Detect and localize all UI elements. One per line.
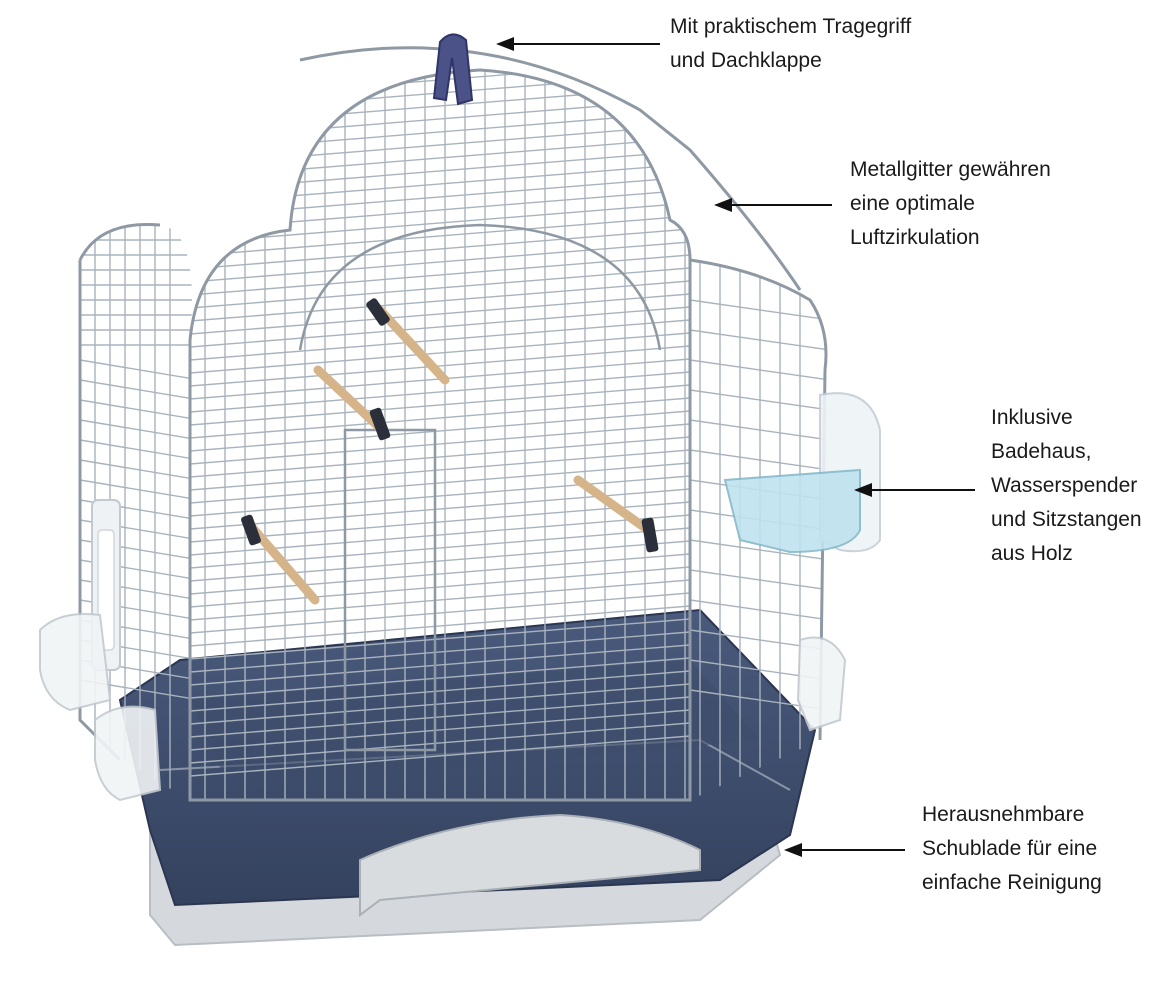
wooden-perches (241, 298, 659, 605)
drawer-handle (359, 813, 701, 917)
callout-line: einfache Reinigung (922, 871, 1102, 894)
callout-bath-house: Inklusive Badehaus, Wasserspender und Si… (991, 401, 1142, 571)
cage-base-tray (118, 608, 817, 947)
callout-line: und Sitzstangen (991, 508, 1142, 531)
callout-line: Herausnehmbare (922, 803, 1085, 826)
callout-line: aus Holz (991, 542, 1073, 565)
callout-line: Schublade für eine (922, 837, 1098, 860)
arrow-left-icon (496, 37, 660, 51)
arrow-left-icon (784, 843, 905, 857)
callout-line: Inklusive (991, 406, 1073, 429)
food-cup (796, 636, 847, 732)
callout-metal-grid: Metallgitter gewähren eine optimale Luft… (850, 153, 1051, 255)
callout-line: Badehaus, (991, 440, 1092, 463)
water-dispenser (39, 499, 162, 802)
callout-carrying-handle: Mit praktischem Tragegriff und Dachklapp… (670, 10, 911, 78)
callout-line: Wasserspender (991, 474, 1138, 497)
callout-line: und Dachklappe (670, 49, 822, 72)
callout-drawer: Herausnehmbare Schublade für eine einfac… (922, 798, 1102, 900)
callout-line: Luftzirkulation (850, 226, 980, 249)
bath-house (723, 392, 881, 554)
callout-line: eine optimale (850, 192, 975, 215)
cage-side-wires (80, 224, 192, 790)
callout-line: Metallgitter gewähren (850, 158, 1051, 181)
carrying-handle (432, 33, 474, 106)
arrow-left-icon (854, 483, 975, 497)
callout-line: Mit praktischem Tragegriff (670, 15, 912, 38)
arrow-left-icon (714, 198, 832, 212)
